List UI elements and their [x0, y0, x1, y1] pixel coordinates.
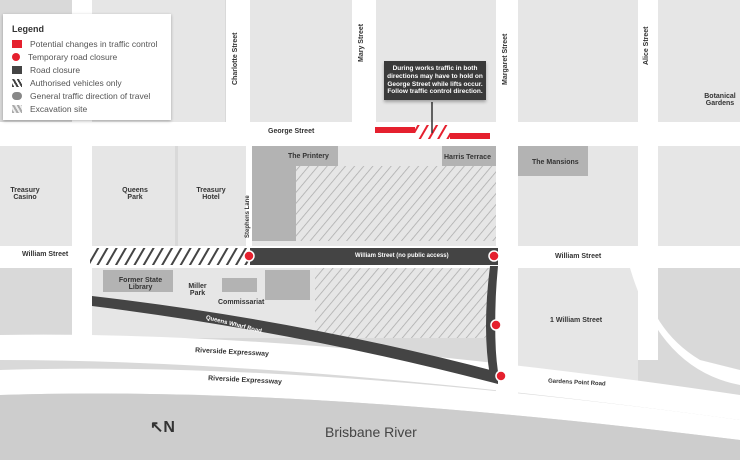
place-label: The Mansions	[532, 159, 579, 166]
dark-square-icon	[12, 65, 22, 74]
street-label: Mary Street	[358, 23, 365, 62]
river-label: Brisbane River	[325, 424, 417, 440]
street-label: William Street	[22, 251, 69, 258]
place-label: Miller Park	[188, 283, 207, 297]
legend-title: Legend	[12, 24, 45, 34]
street-label: William Street	[555, 253, 602, 260]
street-label: Alice Street	[643, 26, 650, 65]
place-label: Treasury Casino	[10, 187, 40, 201]
william-street-closed	[250, 248, 498, 265]
place-label: Treasury Hotel	[196, 187, 226, 201]
legend-item: General traffic direction of travel	[3, 89, 171, 102]
direction-arrow-icon	[12, 91, 22, 100]
works-note: During works traffic in both directions …	[384, 61, 486, 101]
legend-item: Road closure	[3, 63, 171, 76]
excavation-site-south	[315, 268, 495, 338]
legend-item: Potential changes in traffic control	[3, 37, 171, 50]
north-arrow-icon: ↖N	[150, 419, 175, 436]
traffic-control-zone	[450, 133, 490, 139]
place-label: Queens Park	[122, 187, 148, 201]
hatched-light-icon	[12, 104, 22, 113]
place-label: Botanical Gardens	[704, 93, 736, 107]
legend-item: Excavation site	[3, 102, 171, 115]
no-entry-icon	[12, 52, 20, 61]
hatched-dark-icon	[12, 78, 22, 87]
street-label: George Street	[268, 128, 315, 135]
street-label: Charlotte Street	[232, 32, 239, 85]
legend-item: Temporary road closure	[3, 50, 171, 63]
place-label: Commissariat	[218, 299, 265, 306]
place-label: 1 William Street	[550, 317, 603, 324]
street-label: William Street (no public access)	[355, 253, 449, 259]
queens-wharf-road	[92, 296, 498, 384]
place-label: Harris Terrace	[444, 154, 491, 161]
red-square-icon	[12, 39, 22, 48]
place-label: The Printery	[288, 153, 329, 160]
legend-item: Authorised vehicles only	[3, 76, 171, 89]
place-label: Former State Library	[118, 277, 163, 291]
no-entry-icon	[243, 250, 507, 382]
street-label: Margaret Street	[502, 33, 509, 85]
street-label: Stephens Lane	[245, 195, 251, 238]
authorised-vehicles-william	[90, 248, 250, 265]
excavation-site	[296, 166, 496, 241]
legend: Legend Potential changes in traffic cont…	[3, 14, 171, 120]
